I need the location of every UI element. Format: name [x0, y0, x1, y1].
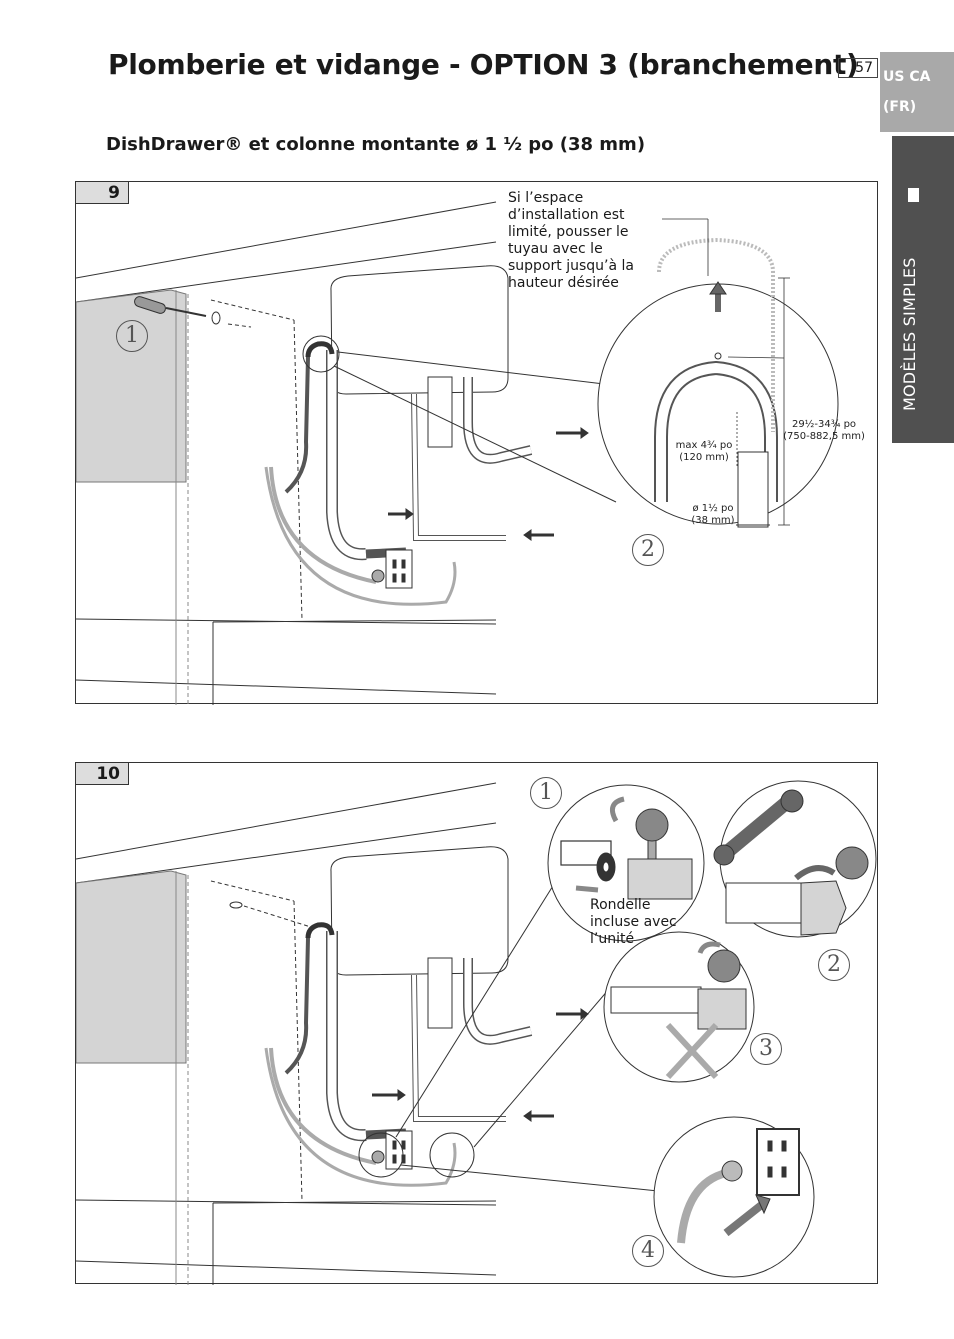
step-9-panel: 9 Si l’espace d’installation est limité,…	[75, 181, 878, 705]
space-limited-note: Si l’espace d’installation est limité, p…	[508, 190, 634, 291]
pipe-diameter-dimension: ø 1½ po (38 mm)	[691, 503, 735, 526]
step-number: 9	[76, 182, 129, 204]
washer-note: Rondelle incluse avec l’unité	[590, 897, 677, 947]
page-number: 57	[838, 58, 878, 78]
region-badge: US CA (FR)	[880, 52, 954, 132]
step-10-illustration	[76, 780, 877, 1285]
tab-marker-icon	[908, 188, 919, 202]
region-label: US CA	[883, 69, 931, 85]
section-label: MODÈLES SIMPLES	[900, 257, 919, 411]
section-side-tab: MODÈLES SIMPLES	[892, 136, 954, 443]
callout-1: 1	[530, 777, 562, 809]
page-title: Plomberie et vidange - OPTION 3 (branche…	[108, 48, 859, 81]
step-9-illustration	[76, 201, 839, 705]
callout-2: 2	[632, 534, 664, 566]
language-label: (FR)	[883, 99, 917, 115]
max-height-dimension: max 4¾ po (120 mm)	[675, 440, 733, 463]
callout-4: 4	[632, 1235, 664, 1267]
callout-3: 3	[750, 1033, 782, 1065]
callout-2: 2	[818, 949, 850, 981]
step-number: 10	[76, 763, 129, 785]
callout-1: 1	[116, 320, 148, 352]
section-subtitle: DishDrawer® et colonne montante ø 1 ½ po…	[106, 134, 646, 155]
height-dimension: 29½-34¾ po (750-882,5 mm)	[783, 419, 865, 442]
step-10-panel: 10 Rondelle incluse avec l’unité 1 2 3 4	[75, 762, 878, 1285]
